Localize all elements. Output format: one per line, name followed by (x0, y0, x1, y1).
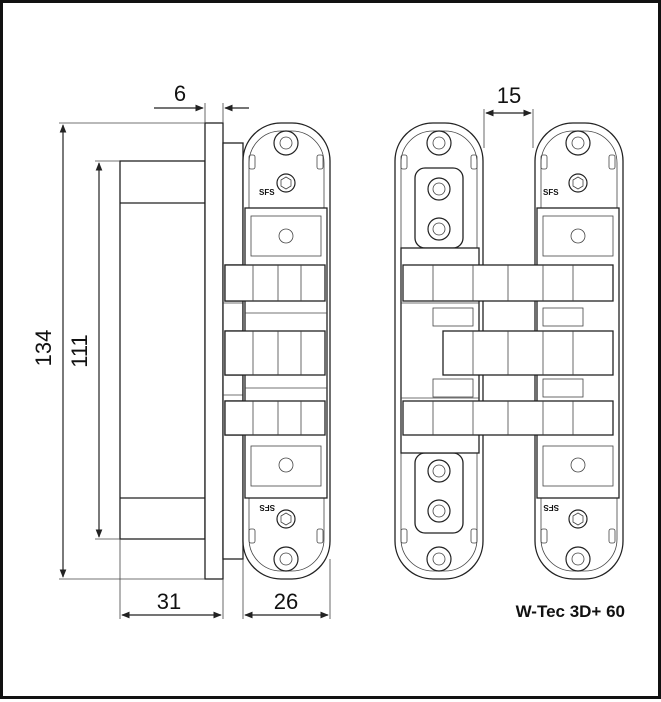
single-arm-bottom (224, 400, 326, 436)
hinge-technical-drawing: 6 15 134 111 31 26 SFS SFS (31, 81, 625, 621)
open-brand-bottom: SFS (543, 503, 559, 512)
side-flange (204, 122, 224, 580)
dim-6: 6 (174, 81, 186, 106)
open-left-top-cam (414, 167, 464, 249)
front-view-single: SFS SFS (224, 122, 331, 580)
single-bottom-hole (273, 546, 299, 572)
single-bottom-screw (276, 509, 296, 529)
open-brand-top: SFS (543, 188, 559, 197)
dim-15: 15 (497, 83, 521, 108)
single-top-hole (273, 130, 299, 156)
single-arm-middle (224, 330, 326, 376)
dim-31: 31 (157, 589, 181, 614)
front-view-open: SFS SFS (394, 122, 624, 580)
single-arm-top (224, 264, 326, 302)
single-top-screw (276, 173, 296, 193)
dim-26: 26 (274, 589, 298, 614)
side-body (119, 160, 206, 540)
dimension-lines (59, 104, 532, 619)
dim-111: 111 (67, 334, 92, 367)
dim-134: 134 (31, 330, 56, 367)
single-brand-bottom: SFS (259, 503, 275, 512)
open-arm-middle (442, 330, 614, 376)
single-brand-top: SFS (259, 188, 275, 197)
model-label: W-Tec 3D+ 60 (516, 602, 625, 621)
extension-lines (59, 103, 534, 619)
